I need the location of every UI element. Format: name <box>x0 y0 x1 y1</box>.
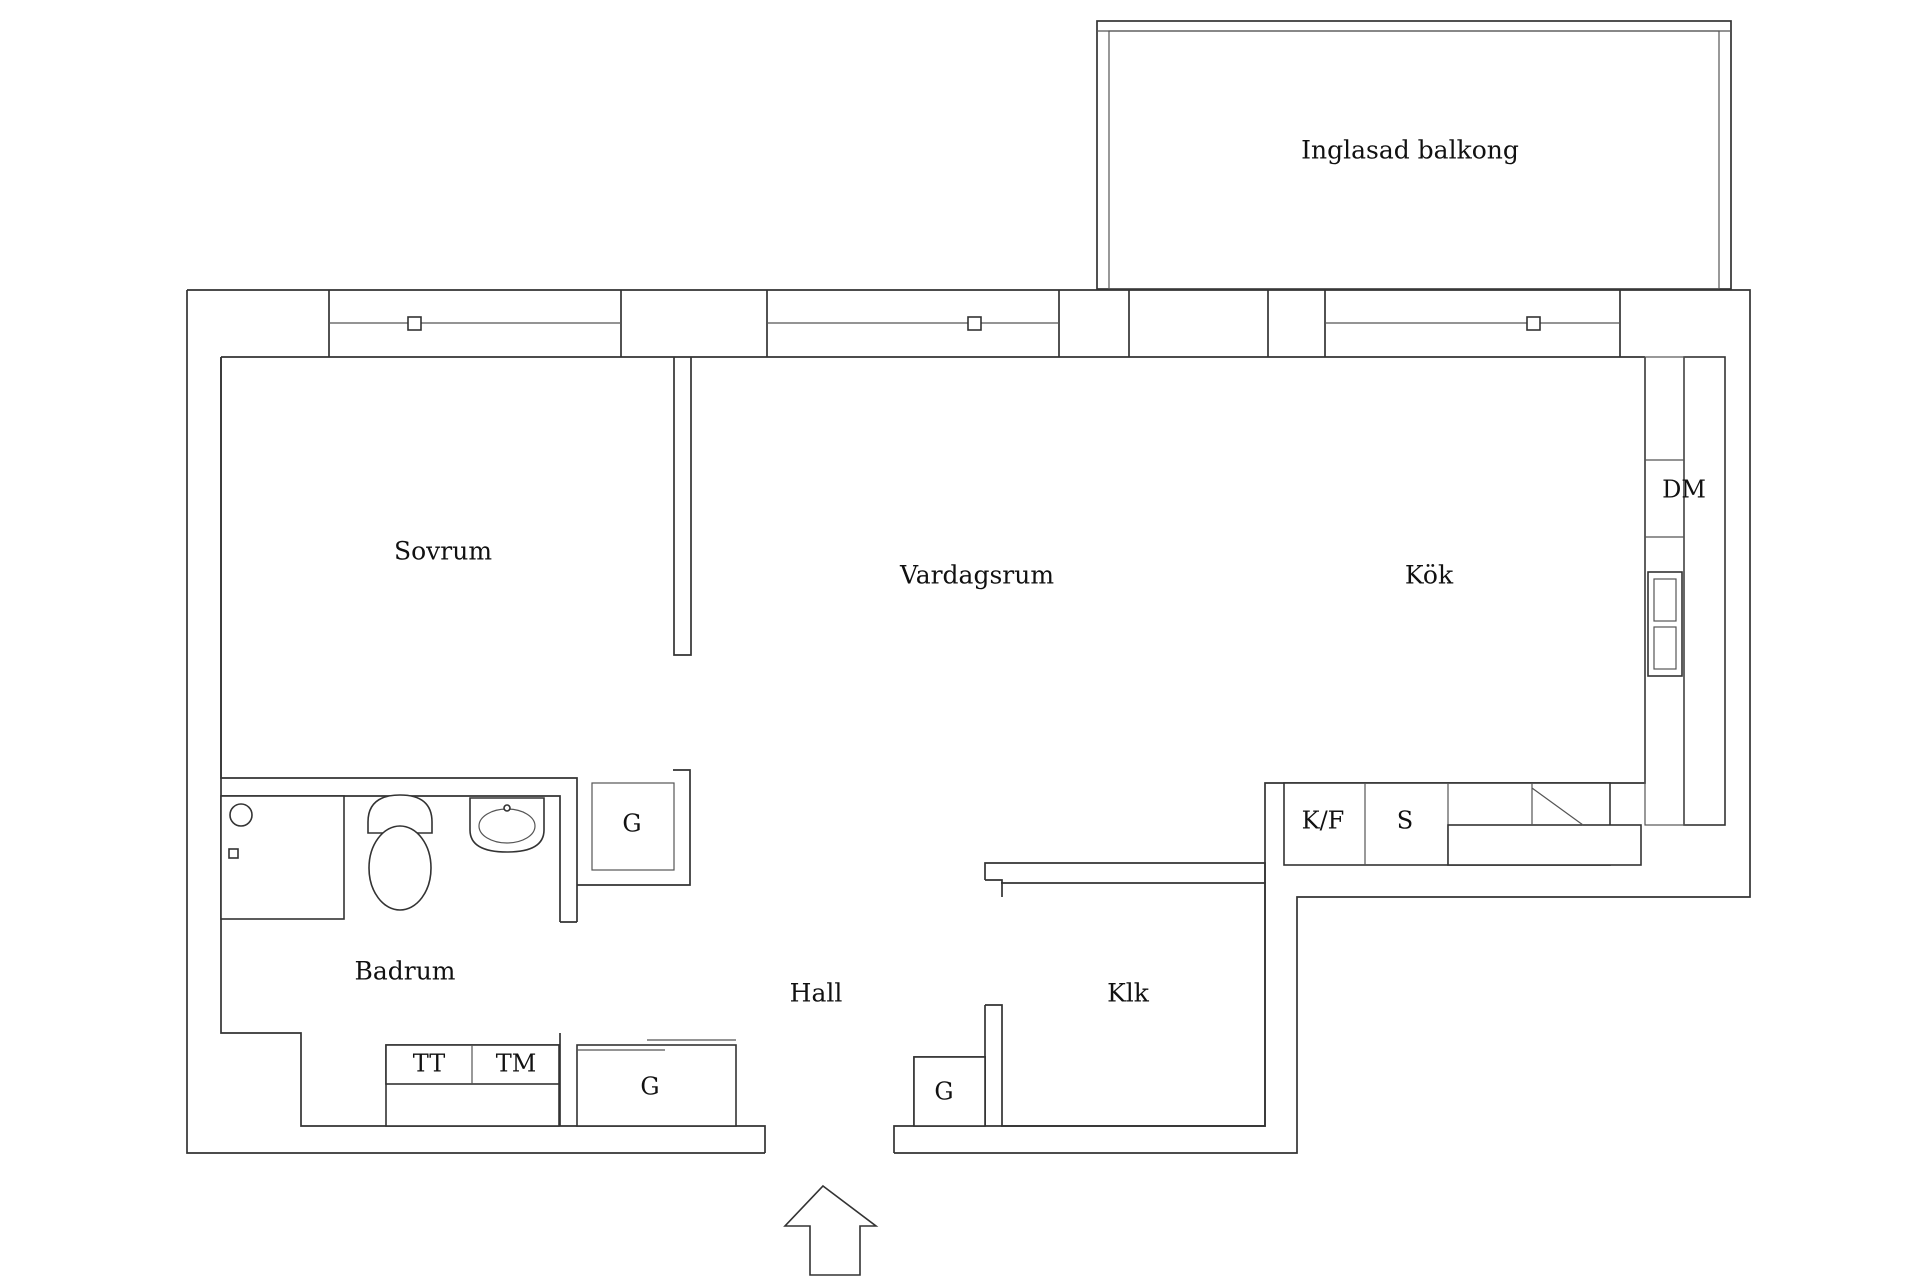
hall-wardrobes <box>576 1039 986 1127</box>
dryer-label: TT <box>413 1050 445 1078</box>
living-room-label: Vardagsrum <box>899 561 1054 590</box>
interior-walls <box>220 290 1646 1127</box>
wardrobe-hall-right-label: G <box>934 1078 953 1106</box>
washer-label: TM <box>496 1050 537 1078</box>
wardrobe-hall-left-label: G <box>640 1073 659 1101</box>
dishwasher-label: DM <box>1662 476 1706 504</box>
kitchen-counter <box>1283 356 1726 866</box>
bedroom-label: Sovrum <box>394 537 492 566</box>
entrance-arrow-icon <box>783 1184 879 1276</box>
walkin-closet-label: Klk <box>1107 979 1150 1008</box>
window-living <box>766 290 1060 357</box>
toilet-icon <box>367 794 433 911</box>
hall-label: Hall <box>790 979 843 1008</box>
window-bedroom <box>328 290 622 357</box>
kitchen-label: Kök <box>1405 561 1454 590</box>
washbasin-icon <box>469 797 545 853</box>
fridge-freezer-label: K/F <box>1302 807 1345 835</box>
bathroom-label: Badrum <box>354 957 455 986</box>
kitchen-sink-icon <box>1647 571 1683 677</box>
wardrobe-bath-label: G <box>622 810 641 838</box>
exterior-walls <box>186 289 1751 1154</box>
window-kitchen <box>1324 290 1621 357</box>
balcony <box>1096 20 1732 290</box>
balcony-label: Inglasad balkong <box>1301 136 1519 165</box>
stove-label: S <box>1397 807 1413 835</box>
bathroom-fixtures <box>220 794 560 1127</box>
